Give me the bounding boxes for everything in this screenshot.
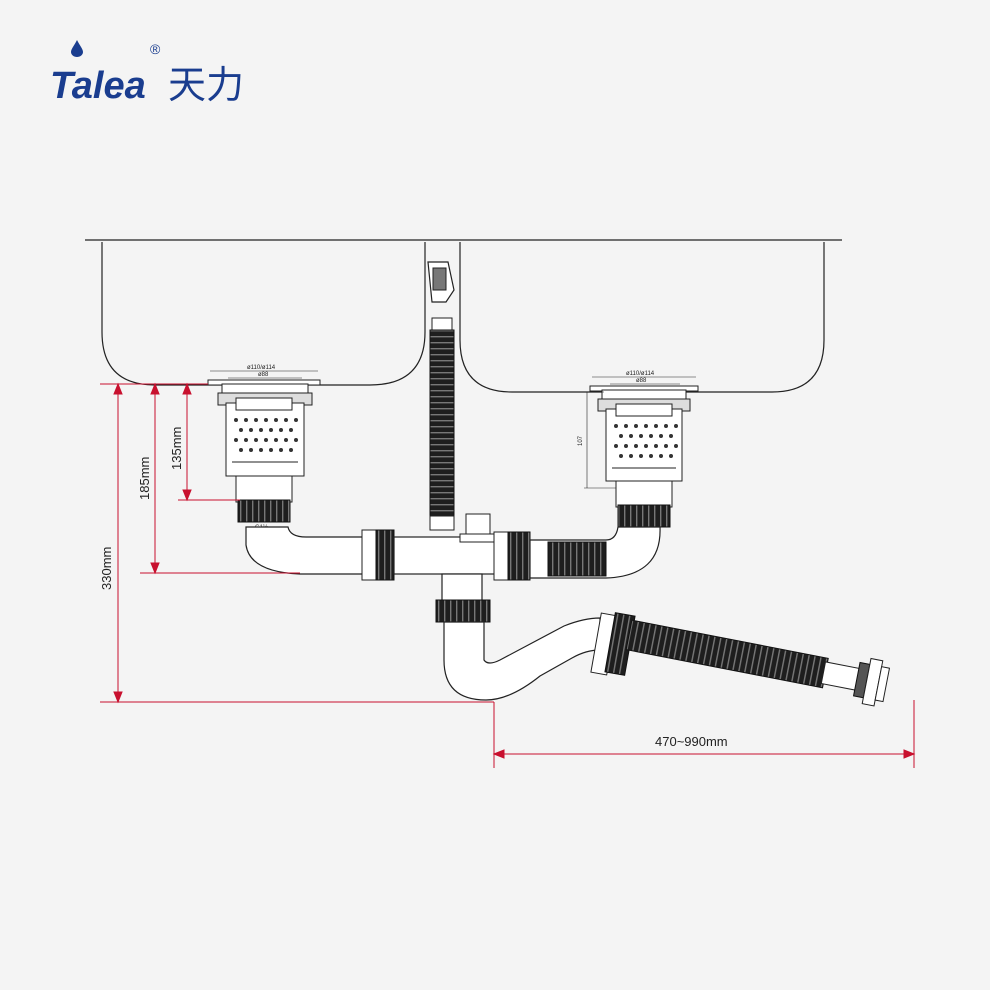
dim-label-135: 135mm — [169, 427, 184, 470]
water-drop-icon — [71, 40, 83, 57]
left-strainer: G1½ ø110/ø114 ø88 — [207, 365, 321, 531]
trap-nut — [435, 599, 491, 623]
drain-hose — [625, 619, 891, 707]
registered-mark: ® — [150, 41, 161, 57]
right-strainer-top-dia: ø110/ø114 — [626, 371, 655, 377]
overflow-hose — [427, 261, 455, 531]
dim-label-330: 330mm — [99, 547, 114, 590]
dim-label-length: 470~990mm — [655, 734, 728, 749]
logo-text: Talea — [50, 65, 146, 107]
left-strainer-inner-dia: ø88 — [258, 372, 269, 378]
left-strainer-top-dia: ø110/ø114 — [247, 365, 276, 371]
logo-chinese: 天力 — [168, 63, 244, 107]
dim-label-185: 185mm — [137, 457, 152, 500]
dimension-lines — [100, 382, 916, 768]
tee-junction — [393, 513, 505, 603]
logo-graphic: Talea ® 天力 — [50, 40, 244, 107]
right-corrugated-section — [547, 541, 607, 577]
s-trap-pipe — [443, 617, 601, 701]
right-strainer-inner-dia: ø88 — [636, 378, 647, 384]
left-elbow-pipe — [245, 526, 376, 575]
right-strainer: ø110/ø114 ø88 107 — [578, 371, 699, 528]
left-sink-bowl — [101, 242, 426, 386]
left-nut-thread — [375, 529, 395, 581]
right-strainer-depth: 107 — [578, 435, 584, 446]
right-sink-bowl — [459, 242, 825, 393]
right-nut-thread — [507, 531, 531, 581]
brand-logo: Talea ® 天力 — [50, 40, 270, 110]
